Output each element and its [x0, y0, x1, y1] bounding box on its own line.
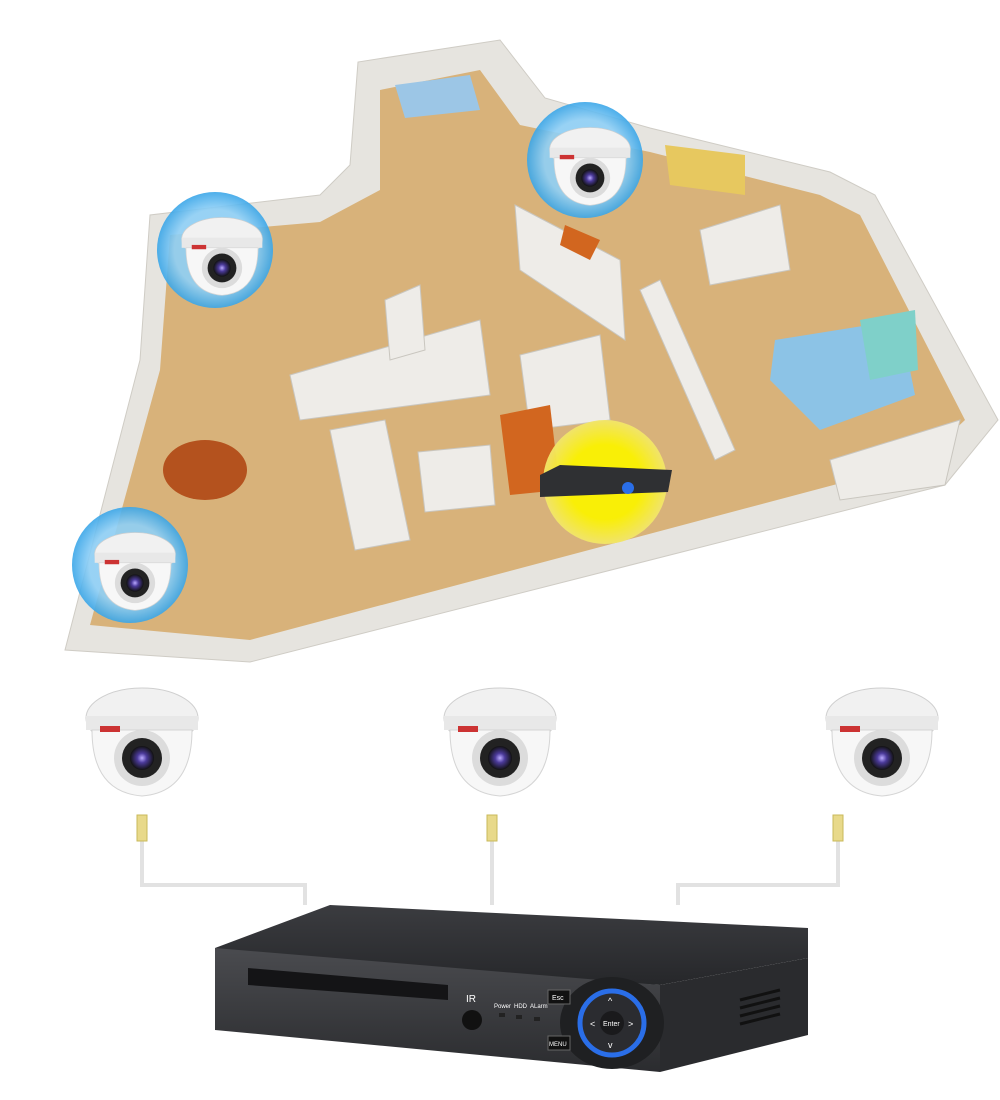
floorplan-camera-2	[527, 102, 643, 218]
enter-button[interactable]	[600, 1011, 624, 1035]
ir-label: IR	[466, 994, 476, 1005]
status-leds: Power HDD ALarm	[494, 1004, 548, 1021]
menu-button[interactable]	[547, 1035, 571, 1051]
svg-text:Esc: Esc	[552, 995, 564, 1002]
ir-receiver	[462, 1010, 482, 1030]
arrow-right-icon: >	[628, 1019, 633, 1029]
dvr-icon	[540, 465, 672, 497]
led-label-power: Power	[494, 1004, 511, 1010]
dome-camera-icon	[85, 687, 199, 797]
cables	[140, 840, 840, 905]
dome-camera-icon	[825, 687, 939, 797]
floor-plan	[64, 39, 999, 663]
floorplan-camera-1	[157, 192, 273, 308]
led-label-alarm: ALarm	[530, 1004, 548, 1010]
svg-text:Enter: Enter	[603, 1021, 620, 1028]
svg-text:MENU: MENU	[549, 1042, 567, 1048]
floorplan-camera-3	[72, 507, 188, 623]
dome-camera-icon	[443, 687, 557, 797]
esc-button[interactable]	[547, 989, 571, 1005]
floorplan-recorder	[540, 420, 672, 544]
arrow-left-icon: <	[590, 1019, 595, 1029]
camera-left	[85, 687, 199, 797]
disc-slot	[248, 968, 448, 1000]
arrow-up-icon: ^	[608, 996, 613, 1006]
dvr-recorder: IR Power HDD ALarm Esc MENU Enter ^ < > …	[215, 905, 808, 1072]
camera-center	[443, 687, 557, 797]
camera-right	[825, 687, 939, 797]
arrow-down-icon: v	[608, 1040, 613, 1050]
led-label-hdd: HDD	[514, 1004, 528, 1010]
